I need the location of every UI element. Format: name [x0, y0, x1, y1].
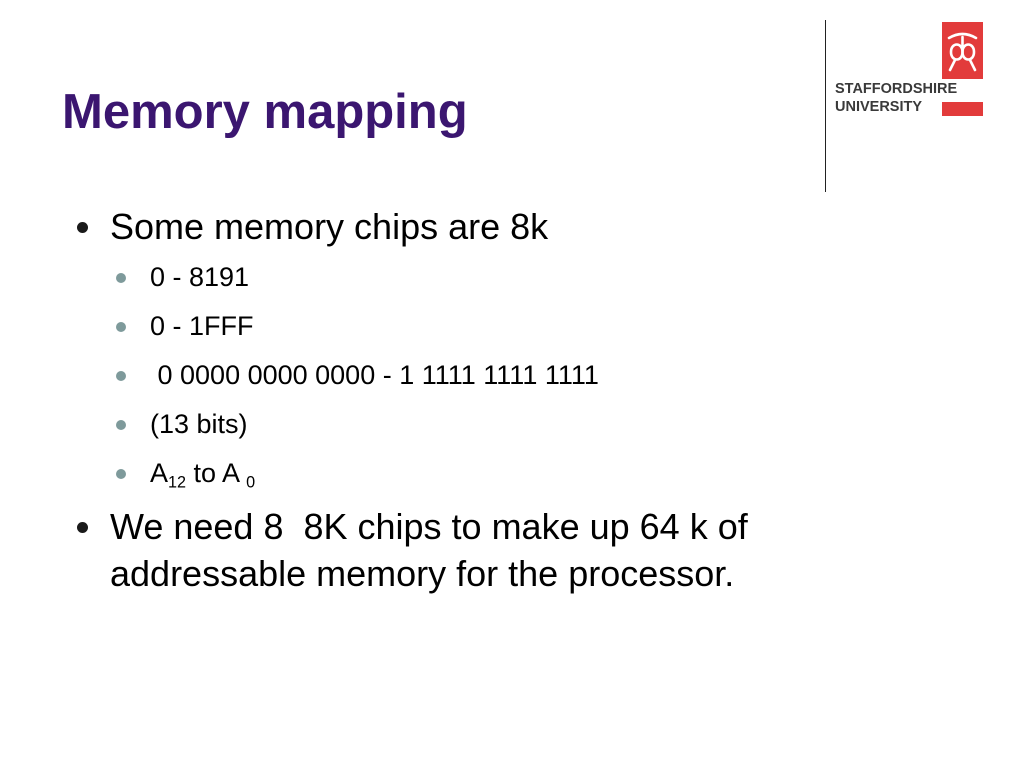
sub-bullet-marker — [116, 371, 126, 381]
address-subscript-high: 12 — [168, 473, 187, 492]
staffordshire-knot-icon — [942, 22, 983, 79]
slide-title: Memory mapping — [62, 85, 468, 139]
bullet-text-line: We need 8 8K chips to make up 64 k of — [110, 506, 748, 547]
bullet-text: Some memory chips are 8k — [110, 206, 549, 247]
bullet-text: We need 8 8K chips to make up 64 k of add… — [110, 503, 880, 597]
university-logo: STAFFORDSHIRE UNIVERSITY — [835, 22, 985, 120]
sub-bullet-marker — [116, 420, 126, 430]
header-divider — [825, 20, 826, 192]
bullet-marker — [77, 222, 88, 233]
address-to-text: to A — [186, 458, 247, 488]
address-line-a: A — [150, 458, 169, 488]
sub-bullet-text: A12 to A 0 — [150, 458, 255, 491]
logo-red-bar — [942, 102, 983, 116]
sub-bullet-marker — [116, 469, 126, 479]
logo-text-staffordshire: STAFFORDSHIRE — [835, 81, 958, 97]
sub-bullet-text: (13 bits) — [150, 409, 248, 439]
bullet-marker — [77, 522, 88, 533]
sub-bullet-text: 0 - 1FFF — [150, 311, 254, 341]
sub-bullet-text: 0 - 8191 — [150, 262, 250, 292]
bullet-text-line: addressable memory for the processor. — [110, 553, 735, 594]
sub-bullet-marker — [116, 273, 126, 283]
sub-bullet-marker — [116, 322, 126, 332]
logo-text-university: UNIVERSITY — [835, 99, 923, 115]
sub-bullet-text: 0 0000 0000 0000 - 1 1111 1111 1111 — [150, 360, 599, 390]
address-subscript-low: 0 — [246, 473, 256, 492]
